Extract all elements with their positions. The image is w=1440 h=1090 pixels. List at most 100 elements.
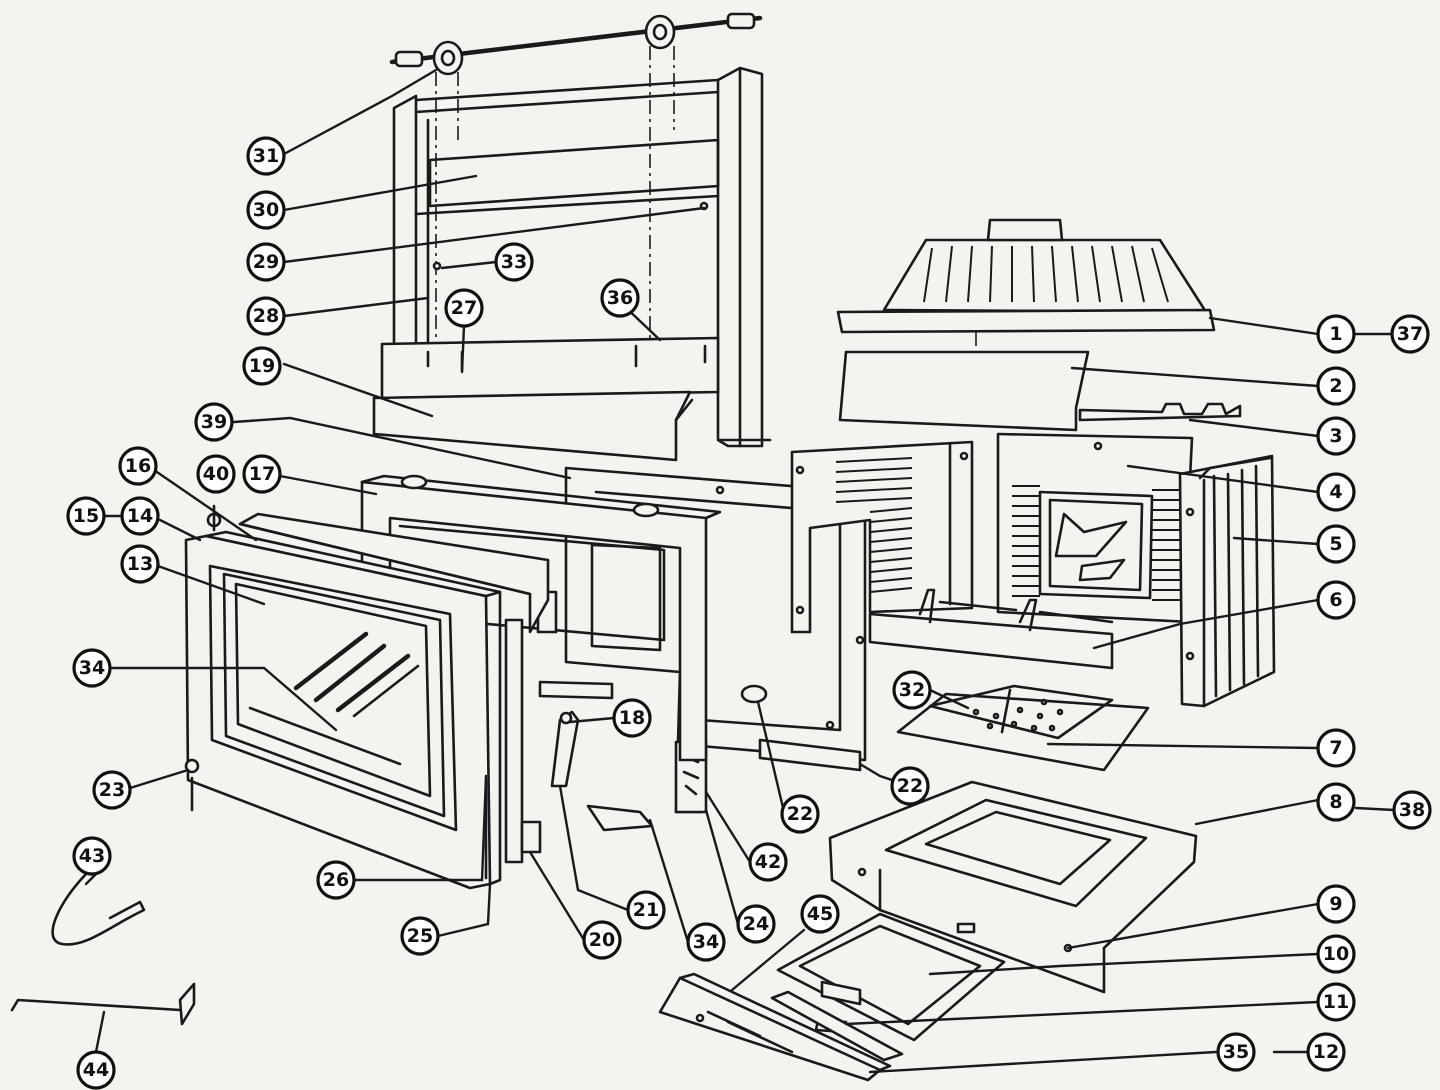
firebox-left-panel (790, 440, 974, 634)
top-rod-assembly (389, 12, 763, 340)
callout-34-latch: 34 (686, 922, 726, 962)
callout-14: 14 (120, 496, 160, 536)
callout-11: 11 (1316, 982, 1356, 1022)
callout-28: 28 (246, 296, 286, 336)
svg-text:28: 28 (253, 305, 279, 327)
callout-44: 44 (76, 1050, 116, 1090)
callout-1: 1 (1316, 314, 1356, 354)
callout-2: 2 (1316, 366, 1356, 406)
callout-20: 20 (582, 920, 622, 960)
svg-text:8: 8 (1329, 791, 1342, 813)
svg-text:42: 42 (755, 851, 781, 873)
svg-text:20: 20 (589, 929, 615, 951)
svg-text:22: 22 (897, 775, 923, 797)
poker-tool (51, 870, 146, 946)
svg-text:14: 14 (127, 505, 153, 527)
ash-pan (776, 912, 1006, 1042)
callout-4: 4 (1316, 472, 1356, 512)
svg-text:10: 10 (1323, 943, 1349, 965)
callout-30: 30 (246, 190, 286, 230)
svg-text:35: 35 (1223, 1041, 1249, 1063)
door-top-rail (238, 512, 550, 634)
callout-6: 6 (1316, 580, 1356, 620)
svg-text:37: 37 (1397, 323, 1423, 345)
svg-text:39: 39 (201, 411, 227, 433)
svg-text:34: 34 (693, 931, 719, 953)
callout-12: 12 (1306, 1032, 1346, 1072)
callout-5: 5 (1316, 524, 1356, 564)
canopy-hood (836, 218, 1216, 346)
callout-37: 37 (1390, 314, 1430, 354)
front-trim-rails (658, 972, 904, 1082)
svg-text:40: 40 (203, 463, 229, 485)
callout-31: 31 (246, 136, 286, 176)
canopy-fins (923, 245, 1169, 303)
callout-32: 32 (892, 670, 932, 710)
firebox-back-panel (996, 432, 1194, 624)
svg-text:17: 17 (249, 463, 275, 485)
svg-text:33: 33 (501, 251, 527, 273)
svg-text:24: 24 (743, 913, 769, 935)
callout-3: 3 (1316, 416, 1356, 456)
svg-text:6: 6 (1329, 589, 1342, 611)
svg-text:25: 25 (407, 925, 433, 947)
svg-text:45: 45 (807, 903, 833, 925)
callout-24: 24 (736, 904, 776, 944)
svg-text:7: 7 (1329, 737, 1342, 759)
svg-text:22: 22 (787, 803, 813, 825)
callout-19: 19 (242, 346, 282, 386)
left-panel-louvers (835, 457, 913, 593)
svg-text:13: 13 (127, 553, 153, 575)
callout-13: 13 (120, 544, 160, 584)
svg-text:12: 12 (1313, 1041, 1339, 1063)
callout-8: 8 (1316, 782, 1356, 822)
callout-23: 23 (92, 770, 132, 810)
rear-frame (392, 66, 772, 448)
callouts: 31 30 29 33 28 27 36 19 39 16 40 17 15 1… (66, 136, 1432, 1090)
svg-text:36: 36 (607, 287, 633, 309)
ash-rake (10, 982, 196, 1026)
callout-18: 18 (612, 698, 652, 738)
svg-text:23: 23 (99, 779, 125, 801)
callout-29: 29 (246, 242, 286, 282)
callout-40: 40 (196, 454, 236, 494)
callout-7: 7 (1316, 728, 1356, 768)
callout-35: 35 (1216, 1032, 1256, 1072)
callout-10: 10 (1316, 934, 1356, 974)
svg-text:27: 27 (451, 297, 477, 319)
parts-artwork (10, 12, 1276, 1082)
callout-21: 21 (626, 890, 666, 930)
svg-text:32: 32 (899, 679, 925, 701)
svg-text:30: 30 (253, 199, 279, 221)
callout-16: 16 (118, 446, 158, 486)
svg-text:9: 9 (1329, 893, 1342, 915)
notched-strip (1078, 402, 1242, 422)
callout-26: 26 (316, 860, 356, 900)
svg-text:11: 11 (1323, 991, 1349, 1013)
svg-text:15: 15 (73, 505, 99, 527)
svg-text:5: 5 (1329, 533, 1342, 555)
callout-15: 15 (66, 496, 106, 536)
callout-34-door: 34 (72, 648, 112, 688)
callout-38: 38 (1392, 790, 1432, 830)
svg-text:21: 21 (633, 899, 659, 921)
callout-43: 43 (72, 836, 112, 876)
svg-text:18: 18 (619, 707, 645, 729)
svg-text:29: 29 (253, 251, 279, 273)
leader-lines (84, 68, 1396, 1074)
callout-17: 17 (242, 454, 282, 494)
callout-39: 39 (194, 402, 234, 442)
svg-text:26: 26 (323, 869, 349, 891)
deflector-plate (838, 350, 1090, 432)
callout-25: 25 (400, 916, 440, 956)
upper-baffle (372, 336, 720, 462)
callout-27: 27 (444, 288, 484, 328)
svg-text:44: 44 (83, 1059, 109, 1081)
svg-text:19: 19 (249, 355, 275, 377)
svg-text:43: 43 (79, 845, 105, 867)
back-panel-louvers (1012, 485, 1180, 601)
finned-side-panel (1178, 454, 1276, 708)
ash-grate (896, 684, 1150, 772)
svg-text:1: 1 (1329, 323, 1342, 345)
